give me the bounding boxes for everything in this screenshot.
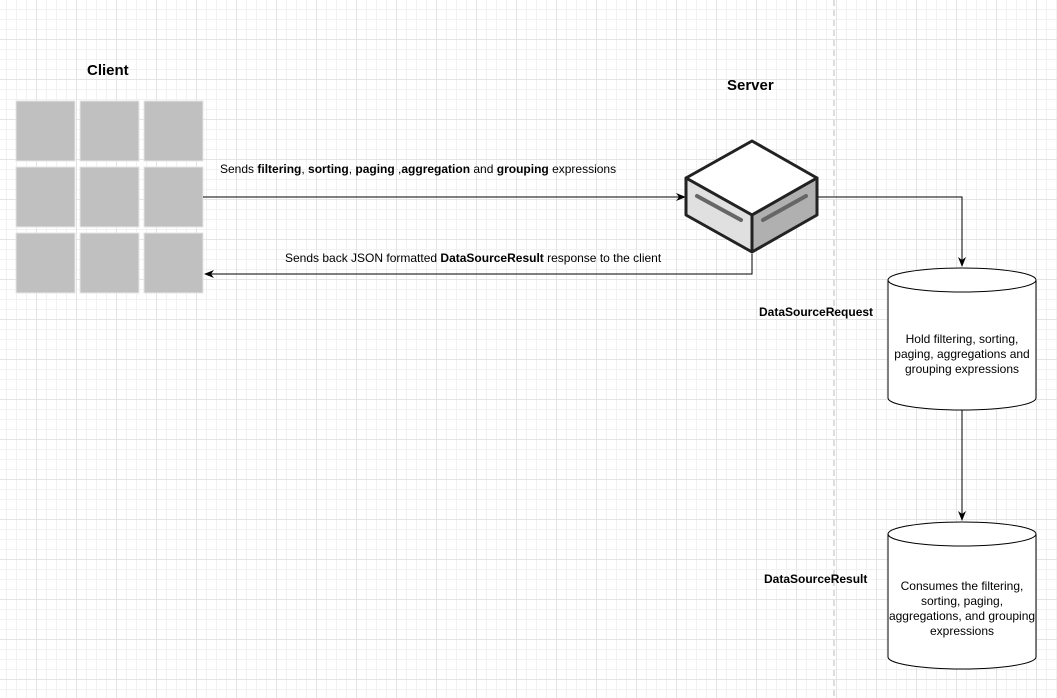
result-db-text: Consumes the filtering, sorting, paging,… — [888, 579, 1036, 638]
server-to-request-arrow — [817, 196, 966, 267]
server-icon — [684, 139, 819, 254]
client-grid-icon — [15, 100, 204, 294]
request-db-text: Hold filtering, sorting, paging, aggrega… — [894, 332, 1030, 376]
result-db-label: DataSourceResult — [764, 572, 868, 586]
client-title: Client — [87, 62, 129, 79]
response-label: Sends back JSON formatted DataSourceResu… — [285, 251, 662, 265]
server-title: Server — [727, 77, 774, 94]
result-database — [887, 521, 1037, 670]
request-database — [887, 267, 1037, 411]
request-label: Sends filtering, sorting, paging ,aggreg… — [220, 162, 617, 176]
response-arrow — [204, 254, 753, 278]
request-db-label: DataSourceRequest — [759, 305, 874, 319]
